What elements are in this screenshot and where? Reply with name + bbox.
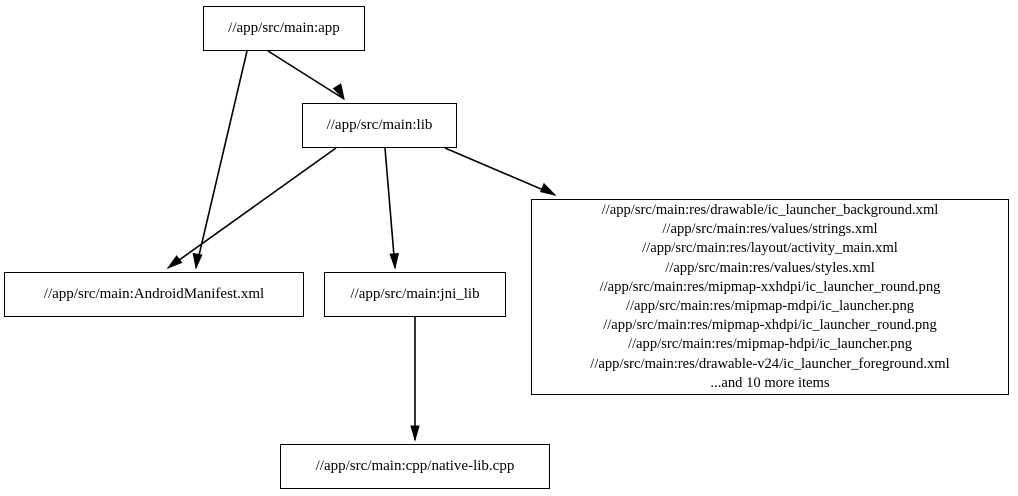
edge-lib-to-manifest	[167, 147, 337, 269]
node-android-manifest-label: //app/src/main:AndroidManifest.xml	[43, 286, 265, 302]
node-res-group-label: //app/src/main:res/drawable/ic_launcher_…	[590, 201, 950, 391]
node-native-lib-cpp-label: //app/src/main:cpp/native-lib.cpp	[315, 458, 515, 474]
node-app-label: //app/src/main:app	[228, 20, 340, 36]
node-jni-lib-label: //app/src/main:jni_lib	[350, 286, 480, 302]
node-res-group[interactable]: //app/src/main:res/drawable/ic_launcher_…	[531, 199, 1009, 395]
edge-lib-to-jni_lib	[384, 147, 396, 269]
arrowhead-lib-to-manifest	[166, 255, 183, 270]
arrowhead-app-to-manifest	[192, 252, 203, 270]
arrowhead-lib-to-res	[539, 182, 557, 196]
arrowhead-jni_lib-to-native_lib	[410, 425, 420, 442]
node-app[interactable]: //app/src/main:app	[203, 6, 365, 51]
edges-group	[166, 50, 557, 442]
arrowhead-lib-to-jni_lib	[389, 253, 400, 270]
node-lib-label: //app/src/main:lib	[326, 117, 433, 133]
node-lib[interactable]: //app/src/main:lib	[302, 103, 457, 148]
edge-lib-to-res	[444, 147, 556, 196]
edge-app-to-lib	[267, 50, 345, 100]
node-native-lib-cpp[interactable]: //app/src/main:cpp/native-lib.cpp	[280, 444, 550, 489]
node-android-manifest[interactable]: //app/src/main:AndroidManifest.xml	[4, 272, 304, 317]
edge-app-to-manifest	[195, 50, 248, 269]
arrowhead-app-to-lib	[332, 83, 345, 101]
node-jni-lib[interactable]: //app/src/main:jni_lib	[324, 272, 506, 317]
